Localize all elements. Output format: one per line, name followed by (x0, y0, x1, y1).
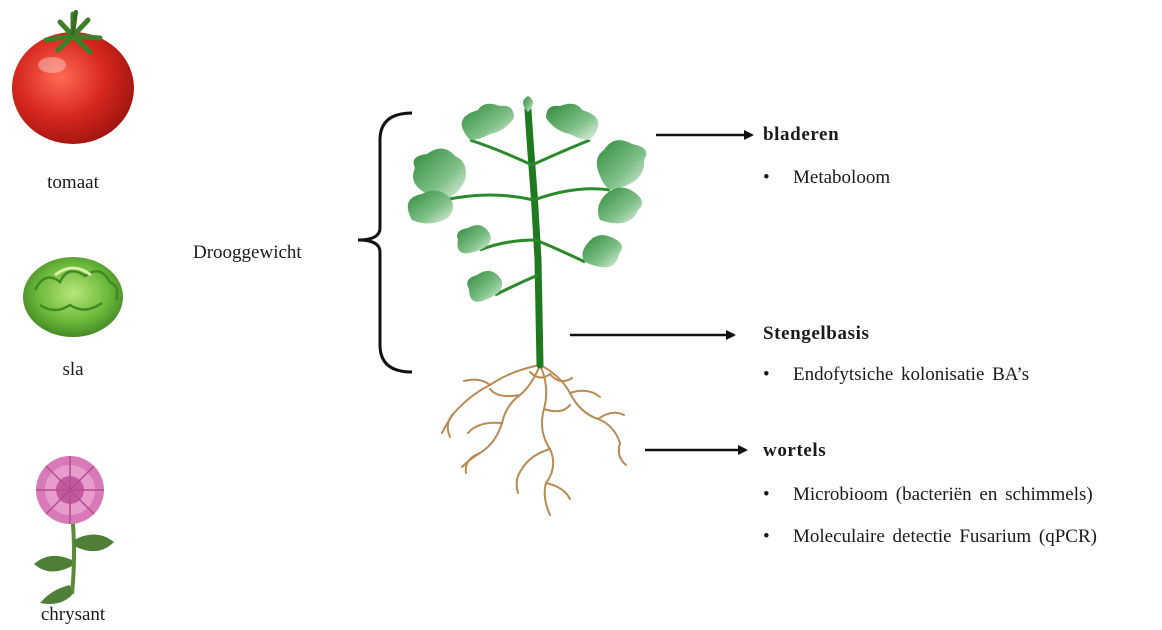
leaf (597, 140, 646, 190)
crop-label-chrysant: chrysant (3, 604, 143, 626)
leaf (546, 104, 598, 140)
tomato-icon (12, 12, 134, 144)
bullet-text: Endofytsiche kolonisatie BA’s (793, 364, 1029, 385)
bullet-text: Microbioom (bacteriën en schimmels) (793, 484, 1093, 505)
chrysanthemum-icon (34, 456, 114, 604)
crop-label-tomaat: tomaat (3, 172, 143, 194)
bullet-item: •Metaboloom (763, 167, 890, 189)
bullet-text: Moleculaire detectie Fusarium (qPCR) (793, 526, 1097, 547)
root-system (442, 365, 626, 515)
curly-bracket (358, 113, 412, 372)
heading-wortels: wortels (763, 440, 826, 462)
bullet-item: •Endofytsiche kolonisatie BA’s (763, 364, 1029, 386)
leaf (408, 190, 453, 223)
bullet-text: Metaboloom (793, 167, 890, 188)
leaf (598, 187, 642, 223)
heading-stengelbasis: Stengelbasis (763, 323, 869, 345)
leaf (523, 96, 533, 112)
plant-branches (445, 140, 610, 295)
bullet-item: •Microbioom (bacteriën en schimmels) (763, 484, 1093, 506)
bracket-label: Drooggewicht (193, 242, 302, 264)
leaf (467, 271, 502, 302)
lettuce-icon (23, 257, 123, 337)
plant-stem (528, 110, 540, 365)
bullet-item: •Moleculaire detectie Fusarium (qPCR) (763, 526, 1097, 548)
leaf (582, 235, 621, 267)
leaf (462, 104, 514, 140)
heading-bladeren: bladeren (763, 124, 839, 146)
crop-label-sla: sla (3, 359, 143, 381)
